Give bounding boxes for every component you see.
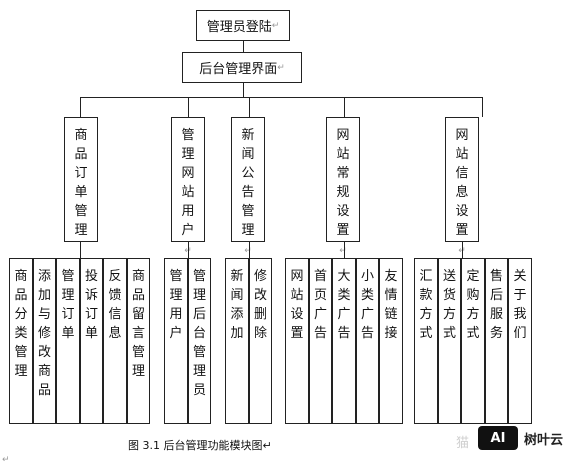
child-label: 首页广告 [314, 269, 328, 341]
child-label: 大类广告 [337, 269, 351, 341]
paragraph-mark: ↵ [244, 246, 252, 256]
connector-line [188, 97, 189, 117]
child-box: 大类广告 [332, 258, 356, 424]
paragraph-mark: ↵ [339, 246, 347, 256]
connector-line [462, 242, 463, 258]
child-label: 友情链接 [384, 269, 398, 341]
child-label: 关于我们 [513, 269, 527, 341]
module-box-site-info: 网站信息设置 ↵ [445, 117, 479, 256]
child-label: 网站设置 [290, 269, 304, 341]
child-box: 网站设置 [285, 258, 309, 424]
child-box: 管理后台管理员 [188, 258, 211, 424]
paragraph-mark: ↵ [184, 246, 192, 256]
child-label: 商品分类管理 [14, 269, 28, 379]
root-node-label: 管理员登陆 [206, 20, 272, 35]
connector-line [80, 97, 482, 98]
child-box: 反馈信息 [103, 258, 127, 424]
watermark-text: 树叶云 [524, 433, 564, 448]
child-box: 添加与修改商品 [33, 258, 56, 424]
connector-line [344, 242, 345, 258]
child-box: 汇款方式 [414, 258, 438, 424]
connector-line [243, 41, 244, 52]
figure-caption: 图 3.1 后台管理功能模块图↵ [128, 439, 272, 452]
module-label: 管理网站用户 [181, 128, 195, 238]
child-label: 管理用户 [169, 269, 183, 341]
connector-line [482, 97, 483, 117]
child-label: 小类广告 [361, 269, 375, 341]
connector-line [243, 83, 244, 97]
watermark: AI 树叶云 [478, 426, 574, 450]
child-label: 售后服务 [490, 269, 504, 341]
connector-line [80, 242, 81, 258]
connector-line [80, 97, 81, 117]
child-box: 首页广告 [309, 258, 332, 424]
root-node-box: 管理员登陆↵ [196, 10, 290, 41]
child-label: 投诉订单 [85, 269, 99, 341]
child-label: 汇款方式 [419, 269, 433, 341]
connector-line [249, 242, 250, 258]
connector-line [188, 242, 189, 258]
child-box: 定购方式 [461, 258, 485, 424]
child-box: 小类广告 [356, 258, 379, 424]
admin-node-label: 后台管理界面 [199, 62, 278, 77]
module-label: 商品订单管理 [74, 128, 88, 238]
child-label: 定购方式 [466, 269, 480, 341]
child-label: 送货方式 [443, 269, 457, 341]
paragraph-mark: ↵ [271, 20, 280, 31]
child-box: 投诉订单 [80, 258, 103, 424]
paragraph-mark: ↵ [277, 62, 285, 73]
module-box-site-settings: 网站常规设置 ↵ [326, 117, 360, 256]
child-box: 商品留言管理 [127, 258, 150, 424]
child-box: 友情链接 [379, 258, 403, 424]
child-box: 修改删除 [249, 258, 272, 424]
child-label: 商品留言管理 [132, 269, 146, 379]
connector-line [249, 97, 250, 117]
child-box: 管理订单 [56, 258, 80, 424]
module-box-news: 新闻公告管理 ↵ [231, 117, 265, 256]
admin-node-box: 后台管理界面↵ [182, 52, 302, 83]
child-box: 售后服务 [485, 258, 508, 424]
child-box: 管理用户 [164, 258, 188, 424]
paragraph-mark: ↵ [458, 246, 466, 256]
watermark-ghost-text: 猫 [456, 436, 470, 451]
child-label: 管理后台管理员 [193, 269, 207, 398]
child-box: 新闻添加 [225, 258, 249, 424]
child-label: 管理订单 [61, 269, 75, 341]
child-label: 新闻添加 [230, 269, 244, 341]
module-box-site-users: 管理网站用户 ↵ [171, 117, 205, 256]
module-label: 新闻公告管理 [241, 128, 255, 238]
module-label: 网站信息设置 [455, 128, 469, 238]
child-box: 送货方式 [438, 258, 461, 424]
child-label: 反馈信息 [108, 269, 122, 341]
child-box: 关于我们 [508, 258, 532, 424]
child-label: 修改删除 [254, 269, 268, 341]
child-box: 商品分类管理 [9, 258, 33, 424]
module-label: 网站常规设置 [336, 128, 350, 238]
paragraph-mark: ↵ [2, 455, 10, 465]
child-label: 添加与修改商品 [38, 269, 52, 398]
connector-line [344, 97, 345, 117]
watermark-badge: AI [478, 426, 518, 450]
module-box-product-orders: 商品订单管理 [64, 117, 98, 242]
